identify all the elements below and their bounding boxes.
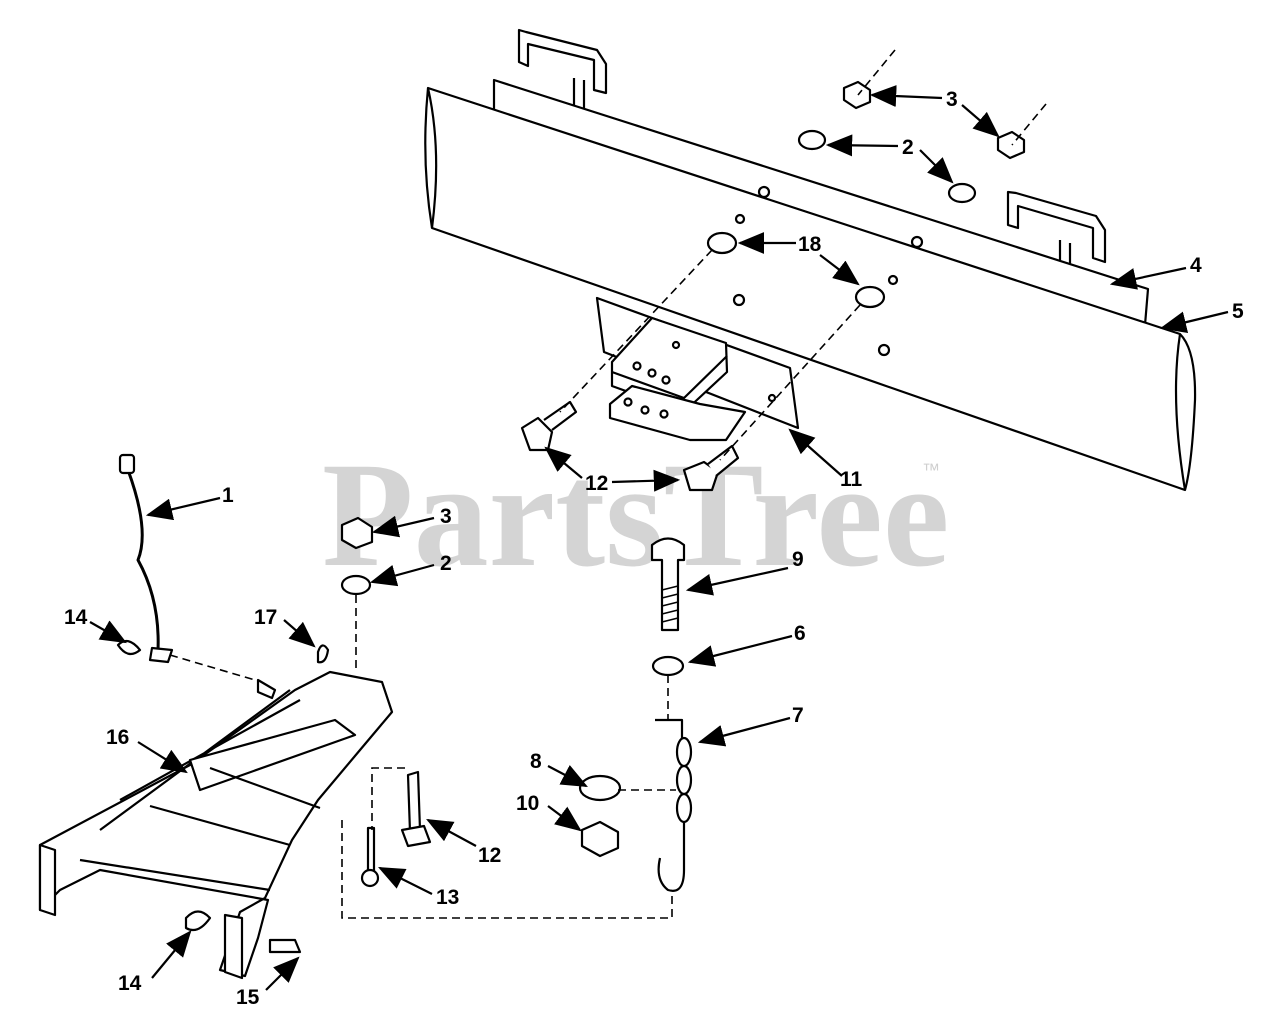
callout-labels: 3 2 18 4 5 12 11 1 3 2 9 14 17 6 7 16 8 …: [64, 88, 1244, 1009]
cotter-pin-17: [316, 644, 330, 664]
pivot-bracket-lower: [608, 384, 747, 442]
callout-14-top: 14: [64, 606, 88, 629]
hair-pin-14-bottom: [184, 910, 212, 932]
callout-12-blade: 12: [585, 472, 608, 495]
callout-14-bottom: 14: [118, 972, 142, 995]
callout-17: 17: [254, 606, 277, 629]
push-frame-assembly: [38, 453, 693, 980]
hex-bolt-12-upper: [520, 400, 578, 452]
callout-15: 15: [236, 986, 260, 1009]
callout-9: 9: [792, 548, 804, 571]
watermark-trademark: ™: [922, 460, 940, 480]
carriage-bolt-9: [650, 537, 686, 632]
hex-nut-10: [580, 820, 620, 858]
hex-bolt-12-frame: [406, 770, 422, 834]
lock-washer-2-top-right: [947, 182, 977, 204]
lock-washer-2-top-left: [797, 129, 827, 151]
callout-6: 6: [794, 622, 806, 645]
blade-assembly: [424, 28, 1197, 492]
callout-13: 13: [436, 886, 459, 909]
callout-10: 10: [516, 792, 539, 815]
flat-washer-18-left: [706, 231, 738, 255]
hex-bolt-12-lower: [682, 444, 740, 492]
hex-nut-3-frame: [340, 516, 374, 550]
callout-4: 4: [1190, 254, 1202, 277]
blade-bracket-handle-left: [517, 28, 608, 95]
callout-1: 1: [222, 484, 234, 507]
callout-3-top: 3: [946, 88, 958, 111]
callout-2-frame: 2: [440, 552, 452, 575]
clevis-pin-15: [268, 938, 302, 954]
lanyard-cable: [126, 469, 160, 651]
watermark: PartsTree: [322, 432, 949, 598]
chain-hook-7: [655, 718, 693, 892]
callout-11: 11: [840, 468, 863, 491]
lock-washer-6: [651, 655, 685, 677]
flat-washer-18-right: [854, 285, 886, 309]
flat-washer-8: [578, 774, 622, 802]
blade: [424, 86, 1197, 492]
blade-bracket-handle-right: [1006, 190, 1107, 264]
assembly-lines-frame: [169, 595, 676, 919]
hair-pin-14-top: [116, 639, 142, 656]
callout-5: 5: [1232, 300, 1244, 323]
callout-3-frame: 3: [440, 505, 452, 528]
callout-16: 16: [106, 726, 129, 749]
assembly-lines-blade: [559, 49, 1047, 461]
callout-18: 18: [798, 233, 822, 256]
callout-2-top: 2: [902, 136, 914, 159]
callout-arrows: [89, 85, 1229, 991]
callout-12-frame: 12: [478, 844, 501, 867]
callout-8: 8: [530, 750, 542, 773]
hitch-pin-13: [366, 826, 376, 874]
callout-7: 7: [792, 704, 804, 727]
